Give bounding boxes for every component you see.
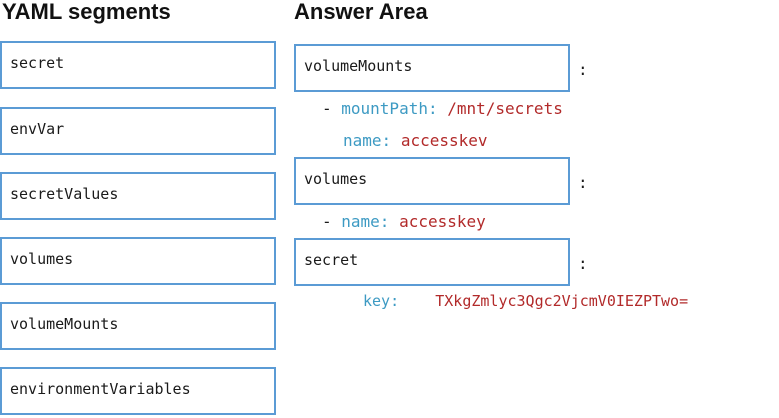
segment-label: secretValues <box>10 185 119 203</box>
answer-slot-3[interactable]: secret <box>294 238 570 286</box>
segment-secret[interactable]: secret <box>0 41 276 89</box>
mount-path-key: mountPath: <box>341 99 438 118</box>
mount-name-value: accesskev <box>400 131 488 150</box>
answer-slot-label: volumes <box>304 170 368 188</box>
segment-label: secret <box>10 54 65 72</box>
mount-path-line: - mountPath: /mnt/secrets <box>322 99 563 119</box>
secret-key-line: key: TXkgZmlyc3Qgc2VjcmV0IEZPTwo= <box>363 291 688 311</box>
segment-volumemounts[interactable]: volumeMounts <box>0 302 276 350</box>
list-dash: - <box>322 212 342 231</box>
answer-slot-3-colon: : <box>578 254 588 273</box>
yaml-segments-heading: YAML segments <box>2 0 171 24</box>
list-dash: - <box>322 99 342 118</box>
answer-slot-label: secret <box>304 251 359 269</box>
secret-key-value: TXkgZmlyc3Qgc2VjcmV0IEZPTwo= <box>435 292 689 310</box>
mount-name-key: name: <box>343 131 392 150</box>
segment-secretvalues[interactable]: secretValues <box>0 172 276 220</box>
volume-name-value: accesskey <box>399 212 486 231</box>
segment-label: environmentVariables <box>10 380 191 398</box>
answer-slot-label: volumeMounts <box>304 57 413 75</box>
volume-name-line: - name: accesskey <box>322 212 486 232</box>
segment-environmentvariables[interactable]: environmentVariables <box>0 367 276 415</box>
answer-area-heading: Answer Area <box>294 0 428 24</box>
segment-label: envVar <box>10 120 65 138</box>
segment-envvar[interactable]: envVar <box>0 107 276 155</box>
mount-name-line: name: accesskev <box>343 131 488 151</box>
answer-slot-1-colon: : <box>578 60 588 79</box>
mount-path-value: /mnt/secrets <box>447 99 563 118</box>
answer-slot-2-colon: : <box>578 173 588 192</box>
segment-volumes[interactable]: volumes <box>0 237 276 285</box>
segment-label: volumes <box>10 250 74 268</box>
segment-label: volumeMounts <box>10 315 119 333</box>
answer-slot-1[interactable]: volumeMounts <box>294 44 570 92</box>
answer-slot-2[interactable]: volumes <box>294 157 570 205</box>
secret-key-key: key: <box>363 292 400 310</box>
volume-name-key: name: <box>341 212 390 231</box>
